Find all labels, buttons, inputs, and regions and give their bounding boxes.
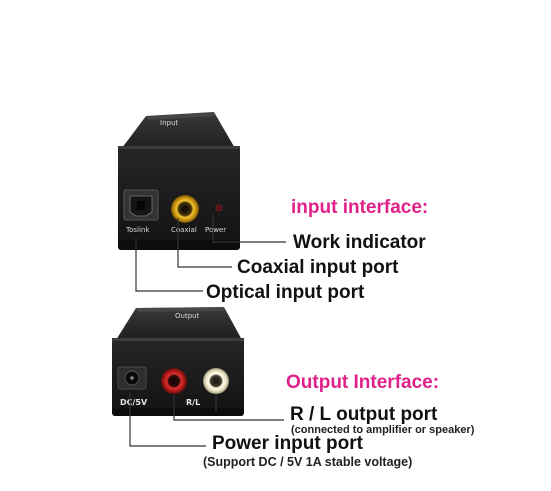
- output-callout-lines: [129, 392, 284, 447]
- power-input-note: (Support DC / 5V 1A stable voltage): [203, 455, 413, 469]
- input-device-top: [122, 112, 236, 150]
- toslink-port: [123, 189, 159, 221]
- output-device-top: [116, 307, 242, 340]
- power-led-indicator: [215, 204, 223, 212]
- rl-label: R/L: [186, 398, 200, 407]
- input-device-top-label: Input: [160, 119, 178, 127]
- rl-output-port-callout: R / L output port: [290, 404, 438, 425]
- coaxial-input-port-callout: Coaxial input port: [237, 257, 399, 278]
- optical-input-port-callout: Optical input port: [206, 282, 365, 303]
- toslink-label: Toslink: [125, 226, 150, 234]
- input-device: Input Toslink Coaxial Power: [118, 112, 240, 250]
- input-interface-heading: input interface:: [291, 197, 429, 218]
- coaxial-label: Coaxial: [171, 226, 197, 234]
- dc-label: DC/5V: [120, 398, 148, 407]
- output-device: Output DC/5V R/L: [112, 307, 244, 416]
- dc-jack-port: [117, 366, 147, 390]
- power-input-port-callout: Power input port: [212, 433, 363, 454]
- input-callout-lines: [135, 214, 286, 292]
- output-device-top-label: Output: [175, 312, 200, 320]
- output-interface-heading: Output Interface:: [286, 372, 440, 393]
- power-label: Power: [205, 226, 226, 234]
- work-indicator-callout: Work indicator: [293, 232, 426, 253]
- rl-output-note: (connected to amplifier or speaker): [291, 424, 475, 436]
